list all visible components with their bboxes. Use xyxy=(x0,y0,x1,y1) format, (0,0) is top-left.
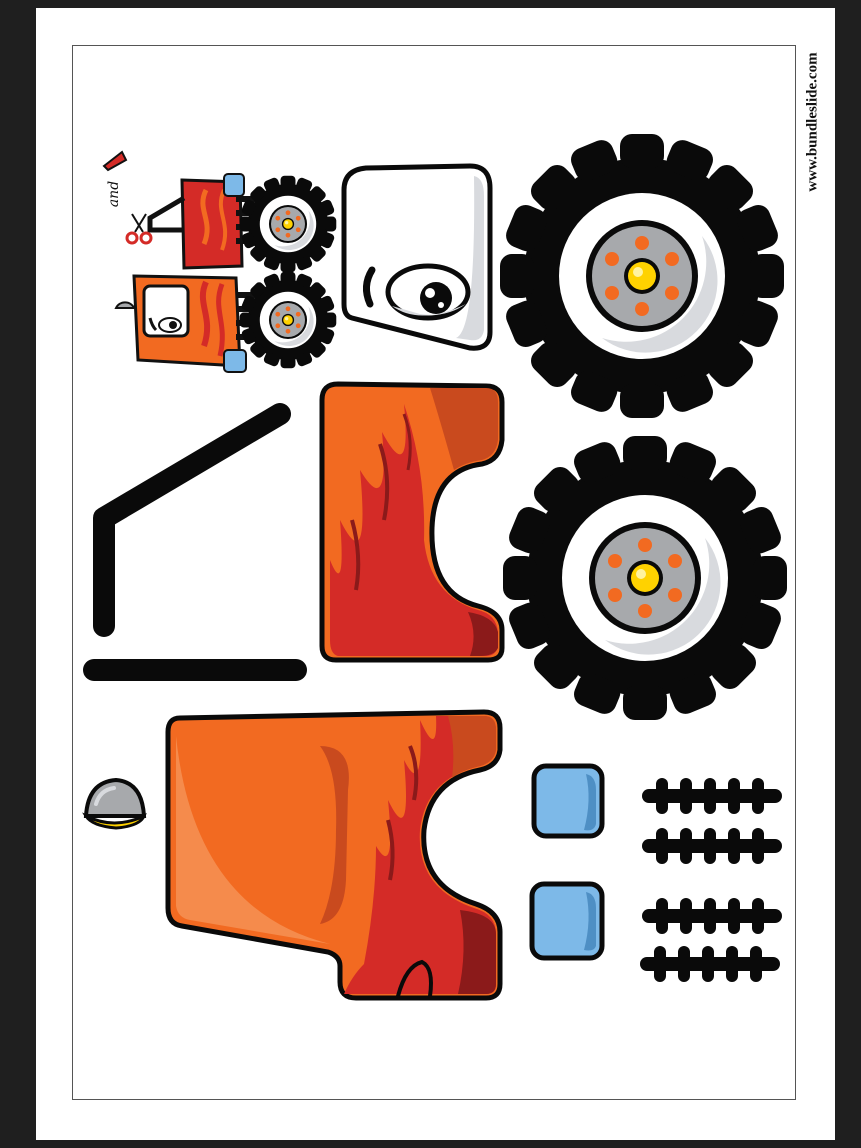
side-window-bottom xyxy=(529,881,605,961)
instruction-label: and xyxy=(106,180,122,208)
tire-bottom xyxy=(503,436,787,720)
assembled-truck-preview xyxy=(102,150,337,373)
front-body-panel xyxy=(165,709,503,1001)
roll-bar-piece xyxy=(83,403,307,681)
back-body-panel xyxy=(319,381,505,663)
tire-top xyxy=(500,134,784,418)
cut-border xyxy=(72,45,796,1100)
watermark-url: www.bundleslide.com xyxy=(804,52,821,192)
windshield-eye-piece xyxy=(341,163,493,351)
headlight-piece xyxy=(82,777,147,830)
side-window-top xyxy=(531,763,605,839)
spring-4 xyxy=(640,946,780,982)
scissors-icon xyxy=(125,213,153,245)
spring-1 xyxy=(642,778,782,814)
spring-3 xyxy=(642,898,782,934)
spring-2 xyxy=(642,828,782,864)
